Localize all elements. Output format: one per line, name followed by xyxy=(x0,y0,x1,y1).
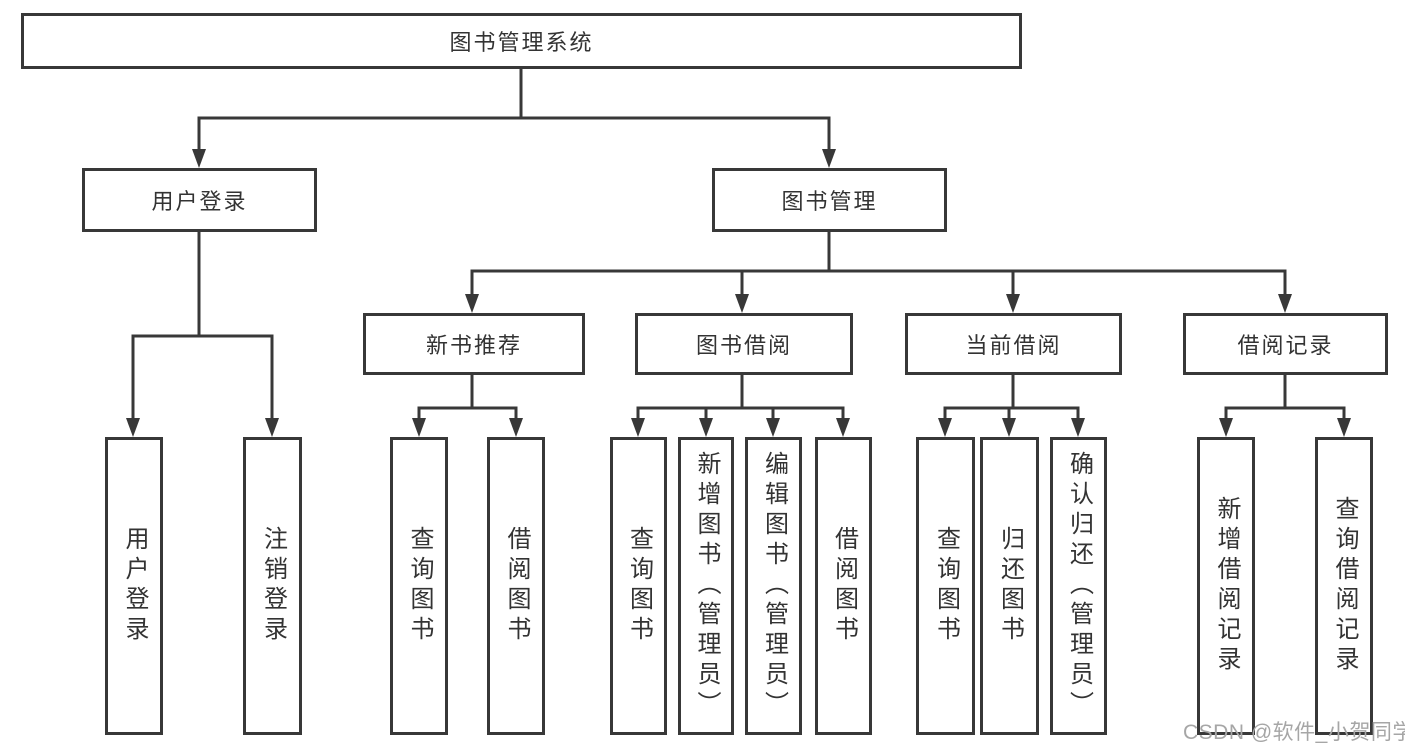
node-label: 新增借阅记录 xyxy=(1213,496,1240,676)
node-label: 借阅图书 xyxy=(503,526,530,646)
arrow-down-icon xyxy=(699,418,713,437)
node-label: 查询借阅记录 xyxy=(1331,496,1358,676)
arrow-down-icon xyxy=(1219,418,1233,437)
arrow-down-icon xyxy=(1278,294,1292,313)
leaf-query-books-borrowing: 查询图书 xyxy=(610,437,667,735)
connector-path xyxy=(131,67,1346,423)
arrow-down-icon xyxy=(822,149,836,168)
node-label: 当前借阅 xyxy=(965,333,1062,358)
node-current-borrowing: 当前借阅 xyxy=(905,313,1122,375)
arrow-down-icon xyxy=(938,418,952,437)
leaf-borrow-books-borrowing: 借阅图书 xyxy=(815,437,872,735)
arrow-down-icon xyxy=(631,418,645,437)
arrow-down-icon xyxy=(465,294,479,313)
node-label: 图书管理系统 xyxy=(449,30,594,55)
node-label: 确认归还（管理员） xyxy=(1065,451,1093,721)
arrow-down-icon xyxy=(126,418,140,437)
node-book-management: 图书管理 xyxy=(712,168,947,232)
node-label: 图书管理 xyxy=(781,189,878,214)
arrow-down-icon xyxy=(509,418,523,437)
node-label: 查询图书 xyxy=(932,526,960,646)
node-label: 借阅图书 xyxy=(830,526,858,646)
leaf-query-books-recommend: 查询图书 xyxy=(390,437,448,735)
node-label: 查询图书 xyxy=(625,526,653,646)
node-new-book-recommend: 新书推荐 xyxy=(363,313,585,375)
leaf-borrow-books-recommend: 借阅图书 xyxy=(487,437,545,735)
leaf-return-book: 归还图书 xyxy=(980,437,1039,735)
leaf-add-book-admin: 新增图书（管理员） xyxy=(678,437,734,735)
leaf-query-books-current: 查询图书 xyxy=(916,437,975,735)
arrow-down-icon xyxy=(1006,294,1020,313)
arrow-down-icon xyxy=(192,149,206,168)
leaf-user-login: 用户登录 xyxy=(105,437,163,735)
node-book-borrowing: 图书借阅 xyxy=(635,313,853,375)
node-label: 查询图书 xyxy=(406,526,433,646)
node-label: 新增图书（管理员） xyxy=(693,451,720,721)
arrow-down-icon xyxy=(412,418,426,437)
csdn-watermark: CSDN @软件_小贺同学 xyxy=(1183,721,1405,744)
arrow-down-icon xyxy=(735,294,749,313)
leaf-logout: 注销登录 xyxy=(243,437,302,735)
node-label: 新书推荐 xyxy=(425,333,522,358)
leaf-edit-book-admin: 编辑图书（管理员） xyxy=(745,437,802,735)
leaf-add-borrow-record: 新增借阅记录 xyxy=(1197,437,1255,735)
node-label: 编辑图书（管理员） xyxy=(760,451,788,721)
node-label: 注销登录 xyxy=(259,526,287,646)
arrow-down-icon xyxy=(1002,418,1016,437)
node-user-login: 用户登录 xyxy=(82,168,317,232)
leaf-confirm-return-admin: 确认归还（管理员） xyxy=(1050,437,1107,735)
arrow-down-icon xyxy=(265,418,279,437)
leaf-query-borrow-record: 查询借阅记录 xyxy=(1315,437,1373,735)
arrow-down-icon xyxy=(1337,418,1351,437)
arrowheads xyxy=(126,149,1351,437)
node-label: 图书借阅 xyxy=(695,333,792,358)
node-label: 用户登录 xyxy=(121,526,148,646)
arrow-down-icon xyxy=(766,418,780,437)
node-library-system: 图书管理系统 xyxy=(21,13,1022,69)
node-borrow-records: 借阅记录 xyxy=(1183,313,1388,375)
node-label: 借阅记录 xyxy=(1237,333,1334,358)
arrow-down-icon xyxy=(1071,418,1085,437)
arrow-down-icon xyxy=(836,418,850,437)
node-label: 归还图书 xyxy=(996,526,1024,646)
node-label: 用户登录 xyxy=(151,189,248,214)
